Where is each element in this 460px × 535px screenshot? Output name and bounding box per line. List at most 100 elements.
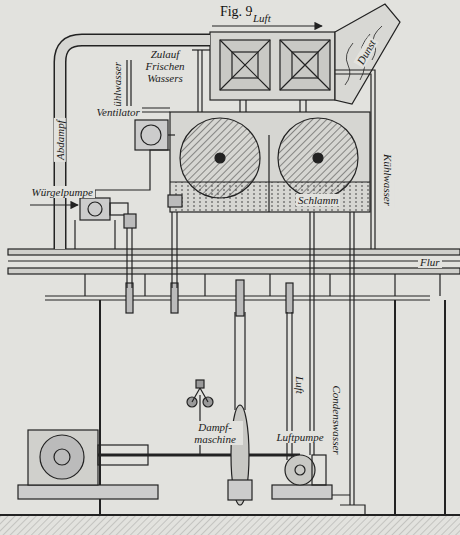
steam-engine bbox=[192, 388, 208, 402]
floor bbox=[0, 515, 460, 535]
steam-engine bbox=[18, 485, 158, 499]
connecting-pipes bbox=[305, 100, 306, 112]
part-label: Luft bbox=[294, 374, 306, 396]
ventilator bbox=[168, 134, 175, 135]
line-shaft bbox=[236, 280, 244, 316]
line-shaft bbox=[286, 283, 293, 313]
gear-pump bbox=[30, 150, 170, 249]
vapour-duct bbox=[345, 26, 382, 85]
steam-engine bbox=[40, 435, 84, 479]
exhaust-pipe bbox=[60, 40, 210, 249]
condensate-pipe bbox=[330, 212, 365, 515]
support-posts bbox=[394, 274, 395, 296]
steam-engine bbox=[98, 454, 300, 457]
gear-pump bbox=[95, 150, 170, 198]
part-label: Flur bbox=[418, 256, 442, 268]
support-posts bbox=[85, 274, 445, 515]
ventilator bbox=[135, 120, 168, 150]
part-label: Condenswasser bbox=[330, 384, 342, 457]
washing-chamber bbox=[170, 112, 370, 212]
exhaust-pipe bbox=[60, 40, 210, 249]
connecting-pipes bbox=[240, 100, 306, 112]
washing-chamber bbox=[180, 118, 260, 198]
steam-engine bbox=[18, 380, 300, 505]
support-posts bbox=[204, 274, 205, 296]
cooling-water-pipe bbox=[335, 70, 375, 249]
condensate-pipe bbox=[349, 212, 350, 505]
fresh-water-pipe bbox=[190, 49, 210, 50]
washing-chamber bbox=[268, 135, 269, 212]
air-pump bbox=[285, 455, 315, 485]
air-arrow bbox=[212, 25, 322, 26]
part-label: Abdampf bbox=[54, 118, 66, 162]
line-shaft bbox=[45, 280, 430, 316]
support-posts bbox=[329, 274, 330, 296]
floor-beam bbox=[8, 260, 460, 261]
scrubber-box bbox=[280, 40, 330, 90]
part-label: Kühlwasser bbox=[382, 152, 394, 208]
steam-engine bbox=[228, 480, 252, 500]
support-posts bbox=[444, 300, 446, 515]
air-pipe bbox=[313, 212, 314, 455]
drive-belts bbox=[171, 205, 172, 288]
steam-engine bbox=[54, 449, 70, 465]
connecting-pipes bbox=[299, 100, 300, 112]
scrubber-box bbox=[210, 32, 335, 100]
gear-pump bbox=[114, 220, 115, 249]
washing-chamber bbox=[313, 153, 323, 163]
steam-engine bbox=[196, 380, 204, 388]
drive-belts bbox=[234, 312, 235, 410]
support-posts bbox=[99, 300, 101, 515]
support-posts bbox=[439, 274, 440, 296]
fresh-water-pipe bbox=[201, 50, 202, 112]
scrubber-box bbox=[280, 40, 330, 90]
connecting-pipes bbox=[239, 100, 240, 112]
floor bbox=[0, 515, 460, 535]
air-arrow bbox=[212, 25, 322, 26]
line-work bbox=[0, 4, 460, 535]
part-label: Luft bbox=[251, 12, 273, 24]
washing-chamber bbox=[278, 118, 358, 198]
fresh-water-pipe bbox=[197, 50, 198, 112]
floor-beam bbox=[8, 249, 460, 274]
washing-chamber bbox=[215, 153, 225, 163]
part-label: Luftpumpe bbox=[275, 431, 326, 443]
cooling-water-pipe bbox=[335, 74, 371, 249]
air-pipe bbox=[309, 212, 310, 455]
support-posts bbox=[394, 300, 396, 515]
part-label: Schlamm bbox=[296, 194, 340, 206]
part-label: Zulauf Frischen Wassers bbox=[138, 48, 192, 84]
air-pump bbox=[272, 455, 332, 499]
connecting-pipes bbox=[245, 100, 246, 112]
gear-pump bbox=[30, 204, 78, 205]
gear-pump bbox=[110, 203, 128, 215]
support-posts bbox=[144, 274, 145, 296]
drive-belts bbox=[127, 205, 292, 460]
drum-drive bbox=[168, 195, 182, 207]
cooling-water-pipe bbox=[335, 70, 375, 249]
scrubber-box bbox=[220, 40, 270, 90]
exhaust-pipe bbox=[60, 40, 210, 249]
gear-pump bbox=[124, 214, 136, 228]
scrubber-box bbox=[210, 32, 335, 100]
washing-chamber bbox=[170, 112, 370, 212]
air-pump bbox=[295, 465, 305, 475]
fresh-water-pipe bbox=[190, 50, 210, 112]
part-label: Würgelpumpe bbox=[30, 186, 95, 198]
floor-beam bbox=[8, 268, 460, 274]
part-label: Dampf- maschine bbox=[187, 421, 243, 445]
gear-pump bbox=[88, 202, 102, 216]
vapour-duct bbox=[335, 4, 400, 104]
ventilator bbox=[141, 125, 161, 145]
support-posts bbox=[84, 274, 85, 296]
steam-engine bbox=[28, 430, 98, 485]
scrubber-box bbox=[232, 52, 258, 78]
part-label: Ventilator bbox=[95, 106, 142, 118]
drive-belts bbox=[126, 222, 127, 288]
drive-belts bbox=[131, 222, 132, 288]
drum-drive bbox=[168, 195, 182, 207]
air-pump bbox=[312, 455, 326, 485]
floor-beam bbox=[8, 249, 460, 255]
scrubber-box bbox=[220, 40, 270, 90]
